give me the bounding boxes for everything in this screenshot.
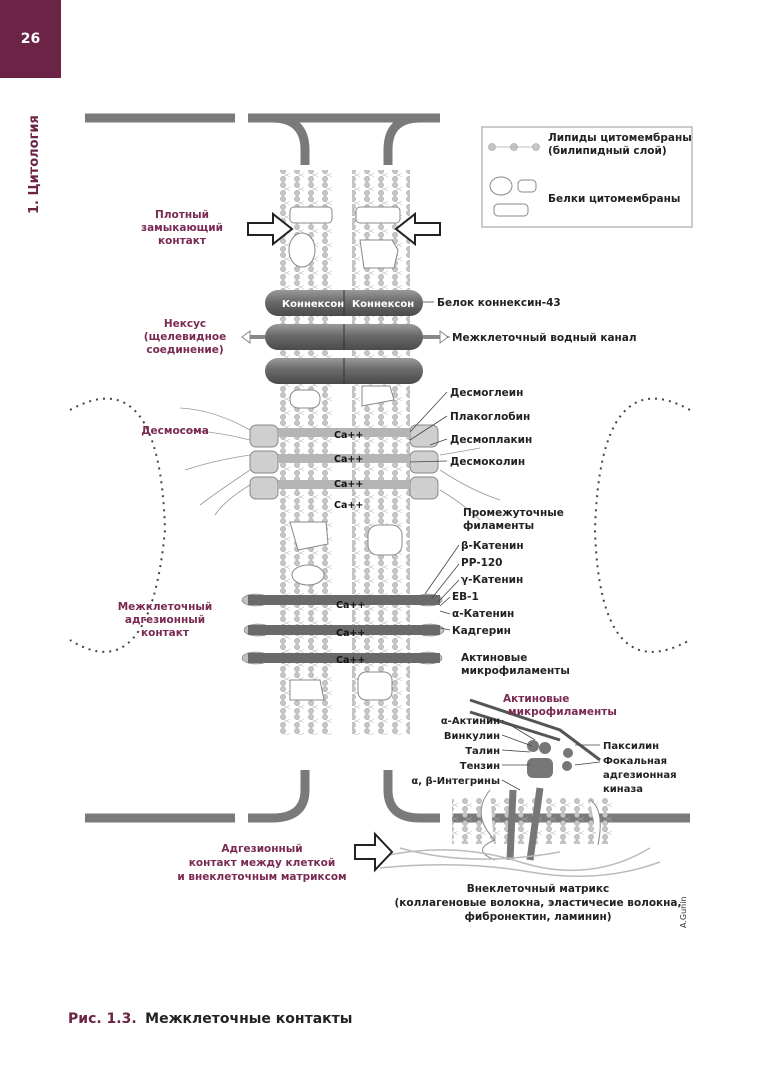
- neighbor-cell-right: [593, 397, 691, 653]
- label-beta-catenin: β-Катенин: [461, 540, 524, 552]
- label-matrix-3: и внеклеточным матриксом: [177, 871, 346, 883]
- label-tensin: Тензин: [460, 761, 500, 772]
- membrane-proteins: [288, 206, 403, 701]
- label-actin-2: микрофиламенты: [461, 665, 570, 677]
- calcium-label-1: Ca++: [334, 430, 363, 441]
- legend-lipids-line1: Липиды цитомембраны: [548, 132, 692, 144]
- figure-number: Рис. 1.3.: [68, 1011, 137, 1027]
- figure-title: Межклеточные контакты: [145, 1011, 353, 1027]
- page-number: 26: [0, 0, 61, 78]
- legend: [481, 126, 693, 228]
- label-fak-1: Фокальная: [603, 756, 667, 767]
- label-tight-1: Плотный: [155, 209, 209, 221]
- label-desmocollin: Десмоколин: [450, 456, 525, 468]
- label-connexin: Белок коннексин-43: [437, 297, 561, 309]
- label-actin-1: Актиновые: [461, 652, 527, 664]
- label-ecm-2: (коллагеновые волокна, эластичесие волок…: [394, 897, 681, 909]
- label-nexus-3: соединение): [146, 344, 223, 356]
- label-actin2-1: Актиновые: [503, 693, 569, 705]
- label-adhesion-1: Межклеточный: [118, 601, 213, 613]
- label-gamma-catenin: γ-Катенин: [461, 574, 523, 586]
- label-paxillin: Паксилин: [603, 741, 659, 752]
- label-fak-2: адгезионная: [603, 770, 677, 781]
- label-desmoplakin: Десмоплакин: [450, 434, 532, 446]
- calcium-label-2: Ca++: [334, 454, 363, 465]
- label-ecm-3: фибронектин, ламинин): [464, 911, 611, 923]
- figure-caption: Рис. 1.3. Межклеточные контакты: [68, 1011, 352, 1027]
- top-membrane: [85, 113, 440, 165]
- label-talin: Талин: [465, 746, 500, 757]
- label-nexus-1: Нексус: [164, 318, 206, 330]
- label-water-channel: Межклеточный водный канал: [452, 332, 637, 344]
- label-fak-3: киназа: [603, 784, 643, 795]
- leader-lines: [409, 301, 601, 791]
- connexon-channels: [241, 290, 449, 384]
- label-alpha-catenin: α-Катенин: [452, 608, 514, 620]
- label-integrins: α, β-Интегрины: [411, 776, 500, 787]
- label-alpha-actinin: α-Актинин: [441, 716, 500, 727]
- adherens-junction: [241, 593, 445, 665]
- label-if-2: филаменты: [463, 520, 534, 532]
- label-vinculin: Винкулин: [444, 731, 500, 742]
- label-cadherin: Кадгерин: [452, 625, 511, 637]
- label-eb1: EB-1: [452, 591, 479, 603]
- label-adhesion-3: контакт: [141, 627, 190, 639]
- label-desmosome: Десмосома: [141, 425, 209, 437]
- label-matrix-1: Адгезионный: [221, 843, 302, 855]
- label-plakoglobin: Плакоглобин: [450, 411, 530, 423]
- legend-proteins: Белки цитомембраны: [548, 193, 680, 205]
- label-if-1: Промежуточные: [463, 507, 564, 519]
- label-ecm-1: Внеклеточный матрикс: [467, 883, 610, 895]
- calcium-label-3: Ca++: [334, 479, 363, 490]
- connexon-label-right: Коннексон: [352, 299, 414, 310]
- calcium-label-5: Ca++: [336, 600, 365, 611]
- label-tight-3: контакт: [158, 235, 207, 247]
- tight-junction-arrows: [247, 211, 441, 247]
- author-signature: A.Gunin: [679, 896, 688, 928]
- legend-lipids-line2: (билипидный слой): [548, 145, 667, 157]
- label-actin2-2: микрофиламенты: [508, 706, 617, 718]
- label-desmoglein: Десмоглеин: [450, 387, 523, 399]
- calcium-label-4: Ca++: [334, 500, 363, 511]
- extracellular-matrix: [374, 847, 661, 877]
- calcium-label-6: Ca++: [336, 628, 365, 639]
- label-adhesion-2: адгезионный: [125, 614, 205, 626]
- calcium-label-7: Ca++: [336, 655, 365, 666]
- label-nexus-2: (щелевидное: [144, 331, 226, 343]
- label-tight-2: замыкающий: [141, 222, 223, 234]
- matrix-arrow: [354, 831, 394, 873]
- label-pp120: PP-120: [461, 557, 502, 569]
- connexon-label-left: Коннексон: [282, 299, 344, 310]
- label-matrix-2: контакт между клеткой: [189, 857, 336, 869]
